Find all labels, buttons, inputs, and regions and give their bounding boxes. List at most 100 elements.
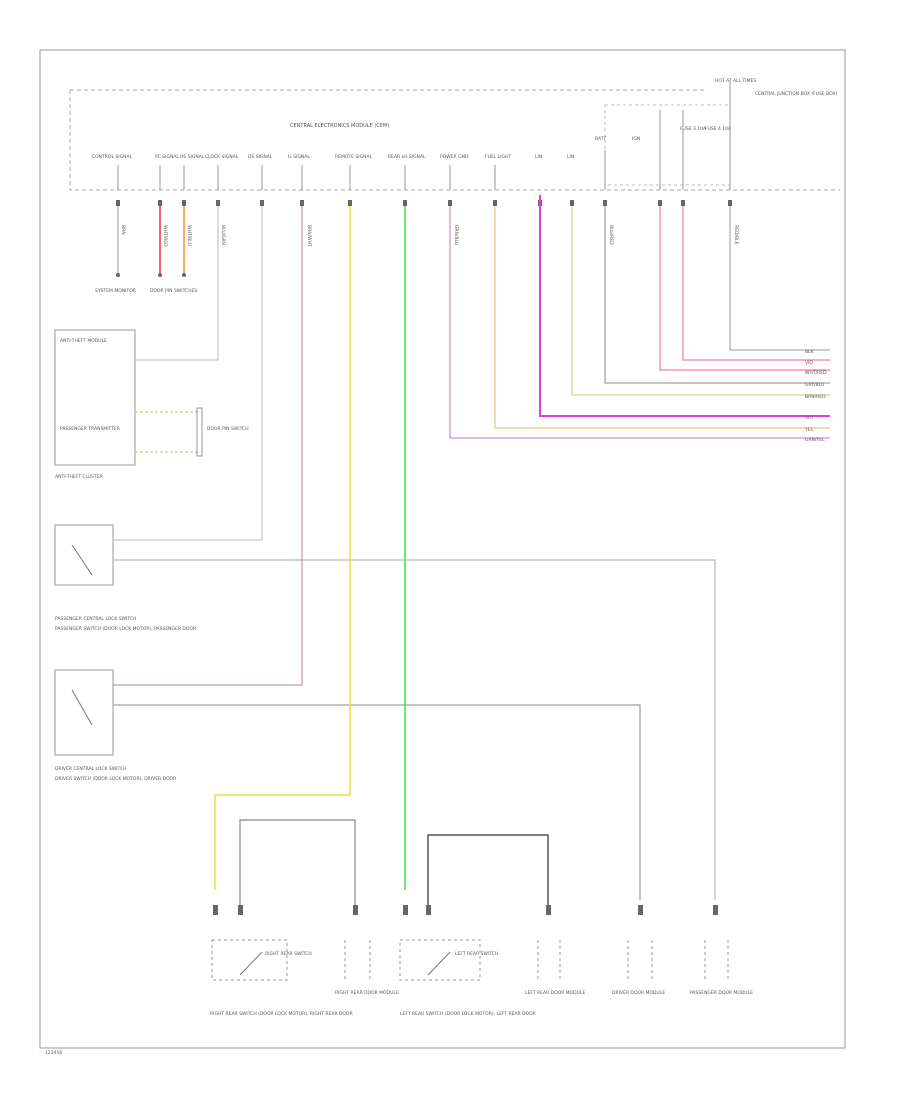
cem-box: [69, 89, 840, 191]
fuse-a-label: FUSE 3 10A: [680, 126, 707, 132]
wire-tag: BRN/RED: [805, 394, 826, 400]
cem-title: CENTRAL ELECTRONICS MODULE (CEM): [290, 123, 389, 129]
passenger-switch-box: [54, 524, 114, 586]
switch-contact: [239, 951, 263, 976]
wire-pnk-right: [659, 206, 830, 371]
wire-tag: VIO: [805, 415, 813, 421]
connector-mark: [353, 905, 358, 915]
fuse-box-label: CENTRAL JUNCTION BOX (FUSE BOX): [755, 91, 837, 97]
lr-switch-label: LEFT REAR SWITCH: [455, 951, 498, 957]
wire-lr-loop: [427, 834, 549, 910]
wire-tag: WHT/BLU: [186, 225, 192, 246]
pin-label: LIN: [567, 154, 574, 160]
pin-label: PC SIGNAL: [155, 154, 179, 160]
wire-antitheft-1: [135, 206, 219, 361]
wire-tag: VIO: [805, 360, 813, 366]
connector-mark: [403, 905, 408, 915]
hot-at-label: HOT AT ALL TIMES: [715, 78, 756, 84]
pin-label: REAR LH SIGNAL: [388, 154, 426, 160]
pin-label: POWER GND: [440, 154, 469, 160]
driver-module-label: DRIVER DOOR MODULE: [612, 990, 665, 996]
wire-tag: WHT/RED: [805, 370, 827, 376]
pin-label: DS SIGNAL: [248, 154, 273, 160]
wire-pnk-right-2: [682, 206, 830, 361]
antitheft-loc-label: ANTI-THEFT CLUSTER: [55, 474, 103, 480]
antitheft-label: ANTI-THEFT MODULE: [60, 338, 107, 344]
connector-dot: [182, 273, 186, 277]
lr-switch-box: [399, 939, 481, 981]
wire-tag: BLU/GRN: [220, 225, 226, 245]
door-pins-label: DOOR PIN SWITCHES: [150, 288, 197, 294]
wire-tag: GRN/YEL: [805, 437, 825, 443]
footer-code: 123456: [45, 1050, 62, 1056]
lr-module-label: LEFT REAR DOOR MODULE: [525, 990, 585, 996]
connector-dot: [158, 273, 162, 277]
wire-tag: RED/BLK: [733, 225, 739, 246]
pin-label: LIN: [535, 154, 542, 160]
antitheft-sub-label: PASSENGER TRANSMITTER: [60, 426, 120, 432]
module-stubs: [117, 80, 731, 190]
wire-passenger-2: [113, 559, 716, 900]
rr-switch-desc: RIGHT REAR SWITCH (DOOR LOCK MOTOR), RIG…: [210, 1011, 353, 1017]
wire-right-top: [729, 206, 830, 351]
wire-rr-loop: [239, 819, 356, 910]
system-monitor-label: SYSTEM MONITOR: [95, 288, 136, 294]
pin-label: IL SIGNAL: [288, 154, 310, 160]
lr-switch-desc: LEFT REAR SWITCH (DOOR LOCK MOTOR), LEFT…: [400, 1011, 536, 1017]
rr-switch-box: [211, 939, 288, 981]
passenger-switch-desc: PASSENGER SWITCH (DOOR LOCK MOTOR), PASS…: [55, 626, 196, 632]
wire-vio-lower: [449, 206, 830, 439]
wire-passenger-1: [113, 206, 263, 541]
wire-tags-top: BRN WHT/RED WHT/BLU BLU/GRN BRN/WHT GRN/…: [120, 225, 739, 247]
diagram-frame: [39, 49, 846, 1049]
antitheft-box: [54, 329, 136, 466]
switch-contact: [71, 544, 93, 576]
wire-tag: BLK: [805, 349, 815, 355]
wire-brn: [113, 206, 303, 686]
wire-org-lower: [494, 206, 830, 429]
wire-tag: BRN/WHT: [306, 225, 312, 247]
pin-label: CONTROL SIGNAL: [92, 154, 133, 160]
switch-contact: [427, 951, 451, 976]
pin-label: CLOCK SIGNAL: [205, 154, 239, 160]
connector-marks: [116, 200, 732, 206]
wire-gry: [113, 704, 641, 900]
door-pin-box-label: DOOR PIN SWITCH: [207, 426, 249, 432]
switch-contact: [71, 689, 93, 726]
right-wire-tags: BLK VIO WHT/RED GRY/BLU BRN/RED VIO YEL …: [804, 349, 827, 443]
fuse-box: [604, 104, 731, 186]
wire-gry-right: [604, 206, 830, 384]
driver-switch-label: DRIVER CENTRAL LOCK SWITCH: [55, 766, 127, 772]
connector-mark: [238, 905, 243, 915]
wire-tag: BLU/RED: [608, 225, 614, 245]
pin-label: FUEL LIGHT: [485, 154, 511, 160]
driver-switch-desc: DRIVER SWITCH (DOOR LOCK MOTOR), DRIVER …: [55, 776, 176, 782]
pin-label: REMOTE SIGNAL: [335, 154, 373, 160]
connector-mark: [638, 905, 643, 915]
wire-tan: [571, 206, 830, 396]
fuse-b-label: FUSE 4 10A: [705, 126, 732, 132]
wire-tag: BRN: [120, 225, 126, 235]
connector-mark: [213, 905, 218, 915]
passenger-module-label: PASSENGER DOOR MODULE: [690, 990, 753, 996]
wire-tag: GRN/BLU: [453, 225, 459, 245]
wire-tag: GRY/BLU: [805, 382, 824, 388]
pin-label: IGN: [632, 136, 640, 142]
passenger-switch-label: PASSENGER CENTRAL LOCK SWITCH: [55, 616, 136, 622]
pin-label: HS SIGNAL: [180, 154, 205, 160]
rr-module-label: RIGHT REAR DOOR MODULE: [335, 990, 399, 996]
connector-mark: [713, 905, 718, 915]
rr-switch-label: RIGHT REAR SWITCH: [265, 951, 312, 957]
module-pin-labels: CONTROL SIGNAL PC SIGNAL HS SIGNAL CLOCK…: [92, 136, 640, 160]
door-pin-connector: [196, 407, 203, 457]
wire-vio: [539, 195, 830, 417]
wire-tag: YEL: [804, 427, 814, 433]
pin-label: BATT: [595, 136, 606, 142]
connector-mark: [546, 905, 551, 915]
wire-yel: [214, 206, 351, 890]
wire-tag: WHT/RED: [162, 225, 168, 247]
ground-dot: [116, 273, 120, 277]
connector-mark: [426, 905, 431, 915]
